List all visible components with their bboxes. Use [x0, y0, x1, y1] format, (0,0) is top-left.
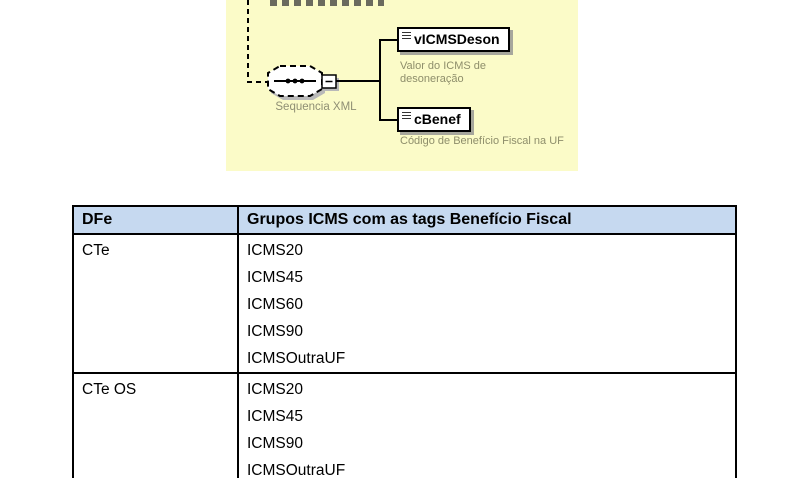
icms-group: ICMSOutraUF [247, 350, 346, 367]
element-contents-icon [402, 112, 411, 120]
icms-group: ICMS90 [247, 435, 303, 452]
clipped-text-fragment [270, 0, 384, 6]
element-name: vICMSDeson [414, 31, 500, 47]
xml-schema-diagram: Sequencia XML vICMSDeson Valor do ICMS d… [226, 0, 578, 171]
element-name: cBenef [414, 111, 461, 127]
sequence-label: Sequencia XML [275, 101, 357, 113]
table-row: CTe OS ICMS20 ICMS45 ICMS90 ICMSOutraUF [72, 372, 737, 478]
column-header-grupos: Grupos ICMS com as tags Benefício Fiscal [237, 205, 737, 235]
icms-group: ICMS45 [247, 269, 303, 286]
diagram-connectors [247, 0, 398, 121]
icms-group: ICMS90 [247, 323, 303, 340]
icms-group: ICMS20 [247, 381, 303, 398]
dfe-cell: CTe OS [72, 372, 239, 478]
element-annotation-vicmsdeson: Valor do ICMS de desoneração [400, 60, 487, 85]
table-header-row: DFe Grupos ICMS com as tags Benefício Fi… [72, 205, 737, 235]
icms-group: ICMS20 [247, 242, 303, 259]
optional-connector-line [247, 0, 268, 83]
table-row: CTe ICMS20 ICMS45 ICMS60 ICMS90 ICMSOutr… [72, 233, 737, 374]
groups-cell: ICMS20 ICMS45 ICMS60 ICMS90 ICMSOutraUF [237, 233, 737, 374]
element-box-cbenef[interactable]: cBenef [397, 107, 471, 132]
icms-group: ICMS45 [247, 408, 303, 425]
icms-group: ICMS60 [247, 296, 303, 313]
groups-cell: ICMS20 ICMS45 ICMS90 ICMSOutraUF [237, 372, 737, 478]
column-header-dfe: DFe [72, 205, 239, 235]
dfe-cell: CTe [72, 233, 239, 374]
icms-group: ICMSOutraUF [247, 462, 346, 478]
element-annotation-cbenef: Código de Benefício Fiscal na UF [400, 135, 564, 147]
element-contents-icon [402, 32, 411, 40]
element-box-vicmsdeson[interactable]: vICMSDeson [397, 27, 510, 52]
child-connector-lines [336, 39, 398, 121]
dfe-icms-groups-table: DFe Grupos ICMS com as tags Benefício Fi… [72, 205, 737, 478]
